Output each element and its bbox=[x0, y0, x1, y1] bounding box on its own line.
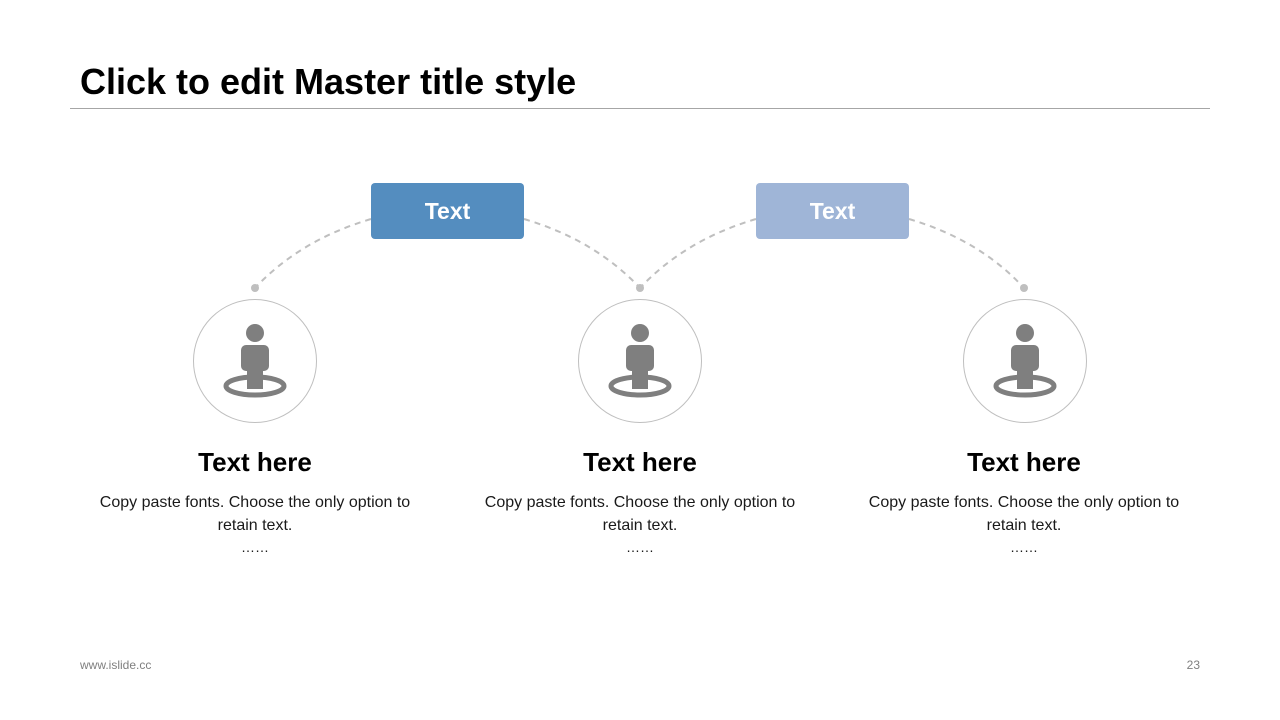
column-body-2[interactable]: Copy paste fonts. Choose the only option… bbox=[484, 494, 796, 534]
column-3: Text here Copy paste fonts. Choose the o… bbox=[864, 445, 1184, 557]
column-1: Text here Copy paste fonts. Choose the o… bbox=[95, 445, 415, 557]
person-standing-icon bbox=[993, 324, 1057, 398]
person-standing-icon bbox=[223, 324, 287, 398]
icon-circle-1 bbox=[193, 299, 317, 423]
page-number: 23 bbox=[1186, 658, 1200, 672]
title-divider bbox=[70, 108, 1210, 109]
tag-label-2: Text bbox=[809, 197, 856, 224]
tag-label-1: Text bbox=[424, 197, 471, 224]
connector-dot-2 bbox=[636, 284, 644, 292]
slide-title[interactable]: Click to edit Master title style bbox=[80, 61, 577, 102]
connector-2a bbox=[639, 218, 757, 289]
column-body-3[interactable]: Copy paste fonts. Choose the only option… bbox=[868, 494, 1180, 534]
connector-1a bbox=[254, 218, 372, 289]
column-ellipsis-2: …… bbox=[626, 539, 654, 555]
person-standing-icon bbox=[608, 324, 672, 398]
connector-2b bbox=[908, 218, 1025, 289]
column-heading-1[interactable]: Text here bbox=[198, 447, 312, 477]
tag-box-2[interactable]: Text bbox=[756, 183, 909, 239]
column-ellipsis-3: …… bbox=[1010, 539, 1038, 555]
connector-1b bbox=[523, 218, 641, 289]
tag-box-1[interactable]: Text bbox=[371, 183, 524, 239]
column-heading-2[interactable]: Text here bbox=[583, 447, 697, 477]
connector-dot-3 bbox=[1020, 284, 1028, 292]
column-body-1[interactable]: Copy paste fonts. Choose the only option… bbox=[99, 494, 411, 534]
icon-circle-2 bbox=[578, 299, 702, 423]
footer-url: www.islide.cc bbox=[80, 658, 152, 672]
connector-dot-1 bbox=[251, 284, 259, 292]
column-ellipsis-1: …… bbox=[241, 539, 269, 555]
icon-circle-3 bbox=[963, 299, 1087, 423]
column-heading-3[interactable]: Text here bbox=[967, 447, 1081, 477]
column-2: Text here Copy paste fonts. Choose the o… bbox=[480, 445, 800, 557]
